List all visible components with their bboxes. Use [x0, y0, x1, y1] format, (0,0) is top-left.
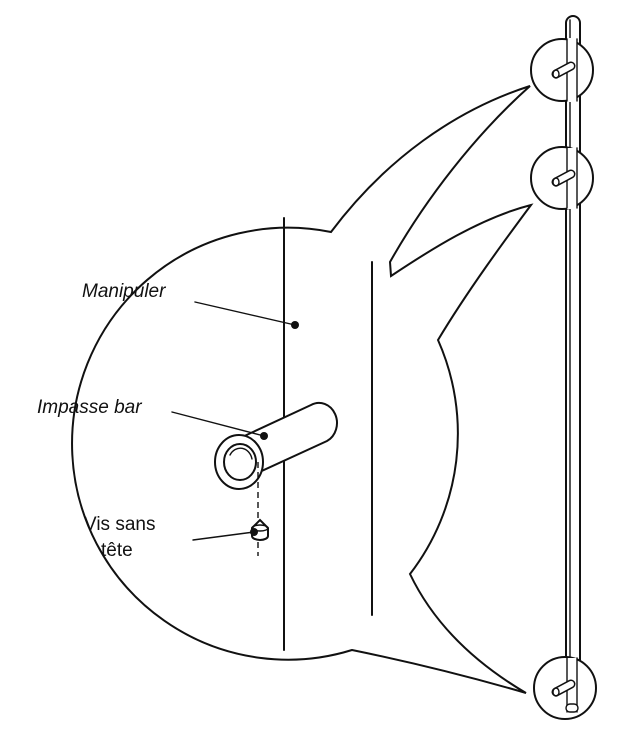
label-vis-sans-line1: Vis sans — [84, 514, 155, 535]
vertical-rod — [565, 15, 581, 711]
label-manipuler: Manipuler — [82, 281, 166, 302]
detail-circle-bottom — [533, 656, 597, 720]
label-impasse-bar: Impasse bar — [37, 397, 142, 418]
detail-circle-middle — [530, 146, 594, 210]
leader-vis-sans-tete — [192, 528, 258, 541]
impasse-bar — [214, 401, 338, 490]
leader-impasse-bar — [171, 411, 268, 440]
leader-manipuler — [194, 301, 299, 329]
magnified-callout — [71, 85, 534, 694]
detail-circle-top — [530, 38, 594, 102]
label-vis-sans-line2: tête — [101, 540, 133, 561]
